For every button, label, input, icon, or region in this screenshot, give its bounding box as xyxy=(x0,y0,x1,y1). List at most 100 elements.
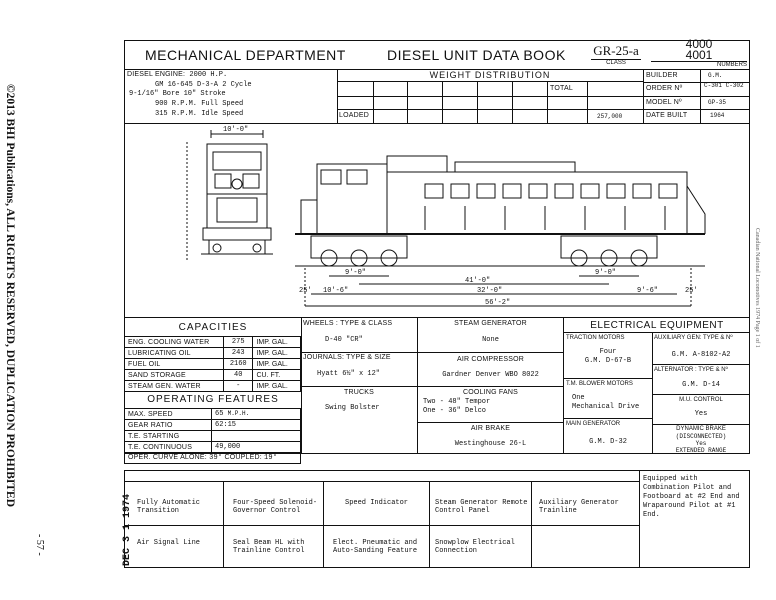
cooling-fans-label: COOLING FANS xyxy=(463,389,518,396)
side-view-drawing xyxy=(295,155,706,308)
capacity-value: 243 xyxy=(222,347,254,359)
te-cont-value: 49,000 xyxy=(211,441,301,453)
engine-line-3: 900 R.P.M. Full Speed xyxy=(155,100,244,108)
capacity-unit: IMP. GAL. xyxy=(252,358,301,370)
main-generator-value: G.M. D-32 xyxy=(589,438,627,446)
alternator-value: G.M. D-14 xyxy=(682,381,720,389)
air-brake-label: AIR BRAKE xyxy=(470,425,511,432)
gear-value: 62:15 xyxy=(211,419,301,431)
dim-end-right: 25' xyxy=(685,287,698,295)
curve-coupled-value: 19° xyxy=(264,454,278,462)
total-label: TOTAL xyxy=(550,85,573,92)
feature-r2-c3: Elect. Pneumatic and Auto-Sanding Featur… xyxy=(333,539,418,555)
dynamic-brake-line-1: (DISCONNECTED) xyxy=(675,433,727,440)
model-label: MODEL Nº xyxy=(646,99,682,106)
dynamic-brake-line-3: EXTENDED RANGE xyxy=(675,447,727,454)
builder-label: BUILDER xyxy=(646,72,678,79)
gear-row: GEAR RATIO 62:15 xyxy=(124,419,301,431)
capacity-unit: IMP. GAL. xyxy=(252,380,301,392)
coupled-label: COUPLED: xyxy=(224,454,262,461)
engine-info: DIESEL ENGINE: 2000 H.P. GM 16-645 D-3-A… xyxy=(125,69,338,124)
loaded-label: LOADED xyxy=(339,112,369,119)
weight-title: WEIGHT DISTRIBUTION xyxy=(429,70,551,80)
capacity-name: ENG. COOLING WATER xyxy=(124,336,224,348)
feature-r2-c1: Air Signal Line xyxy=(137,539,201,547)
dim-overall-length: 56'-2" xyxy=(485,299,510,307)
curve-row: OPER. CURVE ALONE: 39° COUPLED: 19° xyxy=(124,452,301,464)
dim-truck-centers: 41'-0" xyxy=(465,277,490,285)
page-number: - 57 - xyxy=(34,534,45,556)
model-value: GP-35 xyxy=(708,99,727,106)
number-1: 4000 xyxy=(685,37,713,51)
wheels-label: WHEELS : TYPE & CLASS xyxy=(303,320,393,327)
feature-r2-c4: Snowplow Electrical Connection xyxy=(435,539,515,555)
operating-title: OPERATING FEATURES xyxy=(147,394,279,405)
journals-value: Hyatt 6½" x 12" xyxy=(317,370,381,378)
weight-distribution: WEIGHT DISTRIBUTION TOTAL LOADED 257,000 xyxy=(337,69,643,124)
engine-label: DIESEL ENGINE: xyxy=(127,71,186,78)
loaded-value: 257,000 xyxy=(597,113,623,120)
mu-control-value: Yes xyxy=(694,410,708,418)
te-cont-label: T.E. CONTINUOUS xyxy=(124,441,212,453)
front-view-drawing xyxy=(186,130,273,262)
number-2: 4001 xyxy=(651,49,747,62)
te-cont-row: T.E. CONTINUOUS 49,000 xyxy=(124,441,301,453)
engine-line-4: 315 R.P.M. Idle Speed xyxy=(155,110,244,118)
aux-gen-label: AUXILIARY GEN: TYPE & Nº xyxy=(654,335,733,341)
feature-r1-c2: Four-Speed Solenoid-Governor Control xyxy=(233,499,318,515)
alternator-label: ALTERNATOR : TYPE & Nº xyxy=(654,367,728,373)
dim-end-left: 25' xyxy=(299,287,312,295)
capacity-name: FUEL OIL xyxy=(124,358,224,370)
dynamic-brake-label: DYNAMIC BRAKE xyxy=(676,426,726,432)
engine-line-2: 9-1/16" Bore 10" Stroke xyxy=(129,90,226,98)
dim-front-width: 10'-0" xyxy=(223,126,248,134)
capacity-name: LUBRICATING OIL xyxy=(124,347,224,359)
builder-value: G.M. xyxy=(708,72,723,79)
copyright-text: ©2013 BHI Publications, ALL RIGHTS RESER… xyxy=(4,84,16,508)
order-label: ORDER Nº xyxy=(646,85,683,92)
class-label: CLASS xyxy=(606,60,626,66)
dim-middle: 32'-0" xyxy=(477,287,502,295)
capacities-title: CAPACITIES xyxy=(178,322,248,333)
numbers-box: 4000 4001 NUMBERS xyxy=(651,37,747,68)
operating-panel: OPERATING FEATURES MAX. SPEED 65 M.P.H. … xyxy=(124,391,302,464)
traction-motors-label: TRACTION MOTORS xyxy=(566,335,625,341)
right-margin-note: Canadian National Locomotives 1974 Page … xyxy=(754,228,760,348)
steam-gen-value: None xyxy=(482,336,499,344)
capacity-unit: IMP. GAL. xyxy=(252,336,301,348)
capacity-name: SAND STORAGE xyxy=(124,369,224,381)
capacity-unit: IMP. GAL. xyxy=(252,347,301,359)
max-speed-label: MAX. SPEED xyxy=(124,408,212,420)
main-generator-label: MAIN GENERATOR xyxy=(566,421,621,427)
trucks-value: Swing Bolster xyxy=(325,404,380,412)
dim-rear-overhang: 9'-6" xyxy=(637,287,658,295)
trucks-label: TRUCKS xyxy=(344,389,374,396)
electrical-title: ELECTRICAL EQUIPMENT xyxy=(590,320,724,331)
mu-control-label: M.U. CONTROL xyxy=(679,397,723,403)
max-speed-unit: M.P.H. xyxy=(227,410,250,417)
capacity-value: 275 xyxy=(222,336,254,348)
department-title: MECHANICAL DEPARTMENT xyxy=(145,47,346,63)
aux-gen-value: G.M. A-8102-A2 xyxy=(671,351,731,359)
cooling-fans-line-1: Two - 48" Tempor xyxy=(423,398,491,406)
traction-motors-line-2: G.M. D-67-B xyxy=(584,357,632,365)
dynamic-brake-line-2: Yes xyxy=(695,440,707,447)
dim-truck-1: 9'-0" xyxy=(345,269,366,277)
traction-motors-line-1: Four xyxy=(599,348,617,356)
date-built-value: 1964 xyxy=(710,112,725,119)
dim-front-overhang: 10'-6" xyxy=(323,287,348,295)
capacity-value: - xyxy=(222,380,254,392)
engine-line-1: GM 16-645 D-3-A 2 Cycle xyxy=(155,81,252,89)
journals-label: JOURNALS: TYPE & SIZE xyxy=(303,354,391,361)
blower-motors-line-1: One xyxy=(572,394,585,402)
engine-hp: 2000 H.P. xyxy=(189,71,228,79)
capacity-value: 2160 xyxy=(222,358,254,370)
curve-alone-value: 39° xyxy=(209,454,223,462)
steam-gen-label: STEAM GENERATOR xyxy=(454,320,527,327)
gear-label: GEAR RATIO xyxy=(124,419,212,431)
builder-box: BUILDER G.M. ORDER Nº C-301 C-302 MODEL … xyxy=(643,69,750,124)
numbers-label: NUMBERS xyxy=(716,62,747,68)
